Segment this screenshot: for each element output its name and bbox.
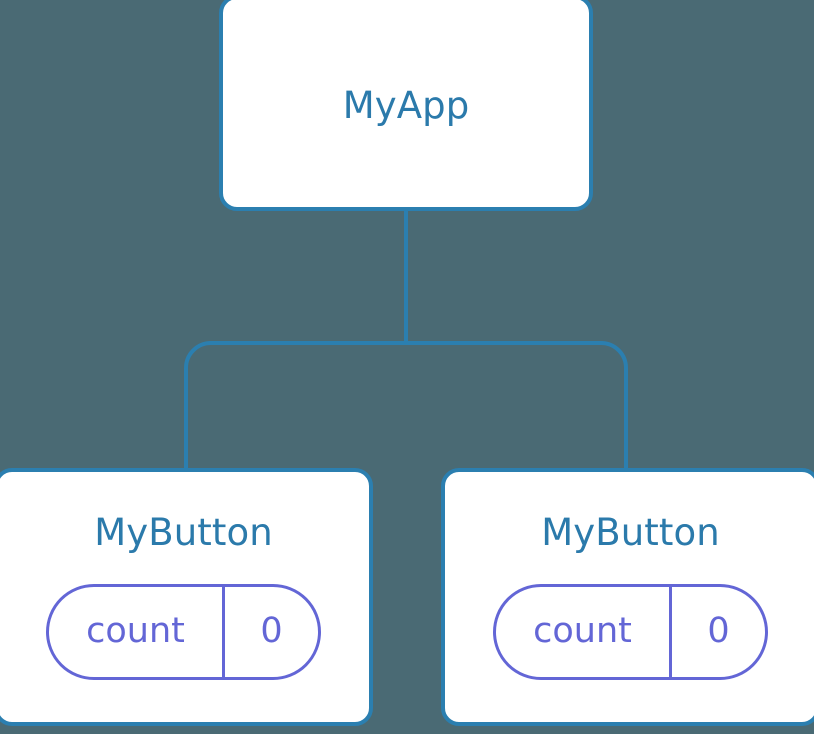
- state-badge[interactable]: count 0: [46, 584, 321, 680]
- node-mybutton-right[interactable]: MyButton count 0: [441, 468, 814, 726]
- node-title: MyButton: [541, 511, 720, 554]
- state-value-label: 0: [222, 587, 318, 677]
- connector-branch-left: [184, 341, 406, 472]
- state-key-label: count: [86, 610, 185, 651]
- node-myapp[interactable]: MyApp: [219, 0, 593, 211]
- state-badge[interactable]: count 0: [493, 584, 768, 680]
- node-title: MyApp: [342, 83, 470, 127]
- connector-branch-right: [406, 341, 628, 472]
- node-mybutton-left[interactable]: MyButton count 0: [0, 468, 373, 726]
- state-key-label: count: [533, 610, 632, 651]
- node-title: MyButton: [94, 511, 273, 554]
- state-value-label: 0: [669, 587, 765, 677]
